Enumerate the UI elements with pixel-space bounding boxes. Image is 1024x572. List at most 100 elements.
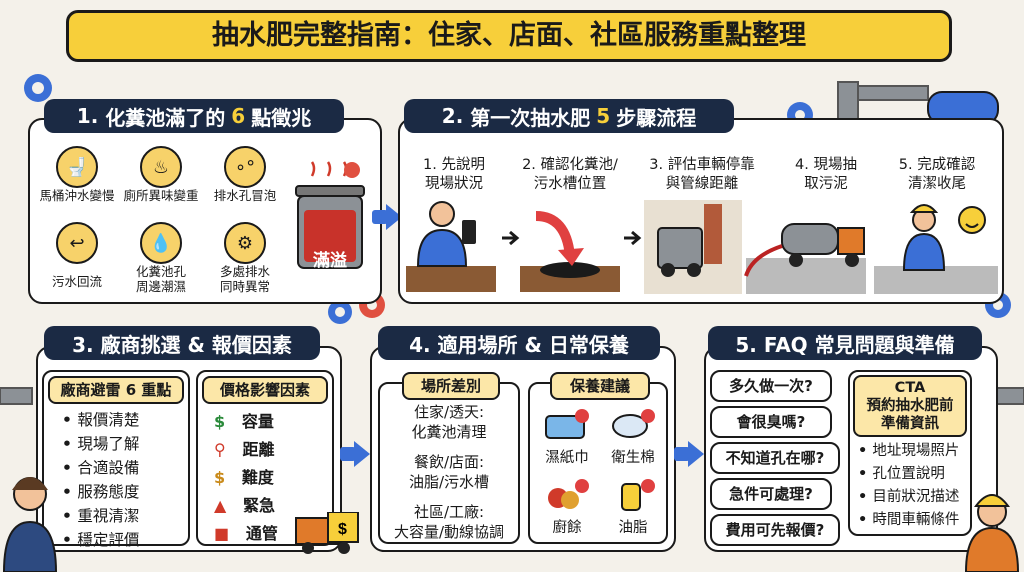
water-drop-icon: 💧 [140,222,182,264]
process-step: 3. 評估車輛停靠 與管線距離 [649,157,755,192]
process-step: 2. 確認化糞池/ 污水槽位置 [522,157,618,192]
price-factor-label: 容量 [241,412,274,431]
page-title: 抽水肥完整指南：住家、店面、社區服務重點整理 [66,10,952,62]
faq-item[interactable]: 急件可處理? [710,478,832,510]
price-factor-item: ■ 通管 [214,520,332,548]
process-step: 5. 完成確認 清潔收尾 [898,157,976,192]
symptom-label: 廁所異味變重 [123,188,199,203]
symptom-label: 化糞池孔 周邊潮濕 [135,264,186,294]
cta-title: CTA 預約抽水肥前 準備資訊 [853,375,967,437]
oil-bottle-icon [621,479,655,511]
flow-arrow [674,447,690,461]
cta-box: CTA 預約抽水肥前 準備資訊 地址現場照片 孔位置說明 目前狀況描述 時間車輛… [848,370,972,536]
price-factors-title: 價格影響因素 [202,376,328,404]
care-label: 衛生棉 [611,450,655,466]
truck-icon [644,200,742,294]
price-factor-label: 緊急 [243,496,276,515]
care-label: 油脂 [618,520,648,536]
vendor-tip-item: 穩定評價 [62,528,188,552]
symptom-label: 多處排水 同時異常 [219,264,270,294]
price-factor-item: $ 容量 [214,408,332,436]
header-highlight: 6 [231,104,246,128]
price-factors-box: 價格影響因素 $ 容量 ⚲ 距離 $ 難度 ▲ 緊急 ■ 通管 [196,370,334,546]
bubbles-icon: ∘° [224,146,266,188]
price-factor-label: 距離 [242,440,275,459]
worker-icon [874,204,998,294]
place-type-name: 社區/工廠: [413,503,485,521]
backflow-icon: ↩ [56,222,98,264]
cta-item: 地址現場照片 [858,440,970,463]
place-type-name: 餐飲/店面: [413,453,485,471]
vendor-tips-title: 廠商避雷 6 重點 [48,376,184,404]
place-type-name: 住家/透天: [413,403,485,421]
maintenance-title: 保養建議 [550,372,650,400]
care-item: 濕紙巾 [536,408,598,467]
phone-icon [406,201,496,292]
worker-icon [964,494,1020,572]
symptom-item: ♨ 廁所異味變重 [120,146,202,203]
symptom-item: ↩ 污水回流 [36,222,118,289]
vendor-tip-item: 服務態度 [62,480,188,504]
faq-item[interactable]: 費用可先報價? [710,514,840,546]
flow-arrow-head [354,441,370,467]
flow-arrow-head [688,441,704,467]
truck-icon: $ [295,512,359,554]
place-type-desc: 大容量/動線協調 [393,523,505,541]
vendor-tip-item: 合適設備 [62,456,188,480]
section-number: 2. [441,104,464,128]
section-5-header: 5. FAQ 常見問題與準備 [708,326,982,360]
vendor-tip-item: 報價清楚 [62,408,188,432]
person-illustration [2,477,58,572]
faq-item[interactable]: 多久做一次? [710,370,832,402]
money-bag-icon: $ [214,412,226,431]
vendor-tip-item: 現場了解 [62,432,188,456]
place-type-desc: 化糞池清理 [411,423,487,441]
toilet-icon: 🚽 [56,146,98,188]
place-type-desc: 油脂/污水槽 [408,473,490,491]
flow-arrow [340,447,356,461]
symptom-item: 💧 化糞池孔 周邊潮濕 [120,222,202,294]
process-step: 4. 現場抽 取污泥 [795,157,857,192]
pad-icon [612,409,655,438]
process-illustrations [406,200,998,294]
header-highlight: 5 [596,104,611,128]
care-item: 衛生棉 [602,408,664,467]
flow-arrow [372,210,388,224]
symptom-label: 排水孔冒泡 [213,188,277,203]
symptom-label: 馬桶沖水變慢 [39,188,115,203]
cta-item: 目前狀況描述 [858,486,970,509]
header-text: 化糞池滿了的 [105,105,226,130]
pump-truck-icon [744,223,866,294]
process-step: 1. 先說明 現場狀況 [423,157,485,192]
care-item: 油脂 [602,478,664,537]
cta-item: 時間車輛條件 [858,509,970,532]
price-factor-item: $ 難度 [214,464,332,492]
symptom-item: ⚙ 多處排水 同時異常 [204,222,286,294]
place-types-box: 場所差別 住家/透天: 化糞池清理 餐飲/店面: 油脂/污水槽 社區/工廠: 大… [378,372,520,544]
price-factor-item: ⚲ 距離 [214,436,332,464]
overflow-tank-icon [295,161,365,269]
svg-text:$: $ [338,521,347,538]
tank-label: 滿溢 [313,251,347,271]
header-text: 第一次抽水肥 [470,105,591,130]
vendor-tip-item: 重視清潔 [62,504,188,528]
truck-icon: ■ [214,524,230,543]
wipes-icon [545,409,589,439]
multi-drain-icon: ⚙ [224,222,266,264]
price-factor-item: ▲ 緊急 [214,492,332,520]
symptom-label: 污水回流 [51,274,102,289]
header-text: 點徵兆 [251,105,312,130]
location-pin-icon: ⚲ [214,440,226,459]
faq-item[interactable]: 會很臭嗎? [710,406,832,438]
symptom-item: 🚽 馬桶沖水變慢 [36,146,118,203]
manhole-icon [520,211,620,292]
faq-item[interactable]: 不知道孔在哪? [710,442,840,474]
smell-icon: ♨ [140,146,182,188]
header-text: 步驟流程 [616,105,697,130]
section-number: 1. [76,104,99,128]
care-item: 廚餘 [536,478,598,537]
cta-item: 孔位置說明 [858,463,970,486]
siren-icon: ▲ [214,496,227,515]
